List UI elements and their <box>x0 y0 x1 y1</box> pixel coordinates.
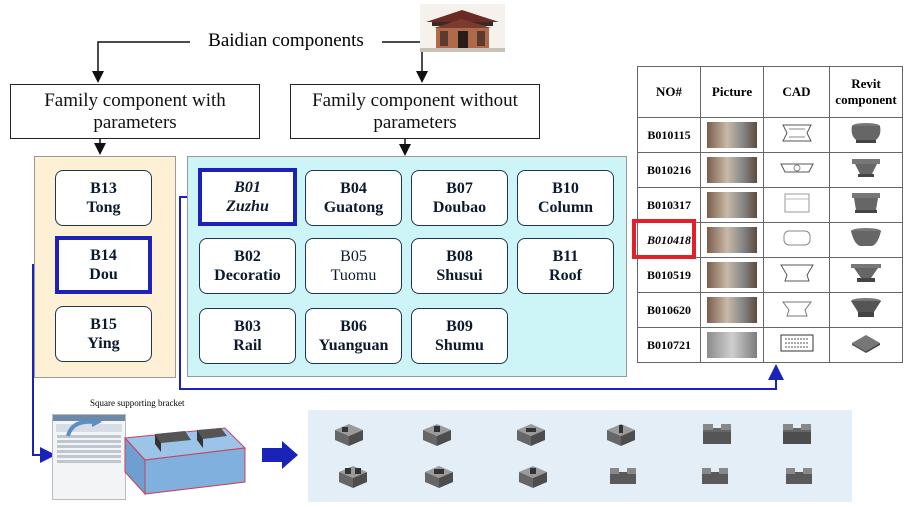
row-code: B010519 <box>637 257 701 293</box>
photo-thumbnail <box>707 297 757 323</box>
component-b06[interactable]: B06 Yuanguan <box>305 308 402 364</box>
cad-drawing <box>783 230 810 246</box>
component-name: Decoratio <box>214 267 281 284</box>
component-name: Guatong <box>323 199 384 216</box>
component-b01[interactable]: B01 Zuzhu <box>198 168 297 226</box>
component-b02[interactable]: B02 Decoratio <box>199 238 296 294</box>
component-code: B13 <box>90 179 117 197</box>
table-row[interactable]: B010216 <box>637 152 903 188</box>
component-b15[interactable]: B15 Ying <box>55 306 152 362</box>
row-code: B010317 <box>637 187 701 223</box>
revit-model <box>852 335 880 353</box>
row-code: B010418 <box>637 222 701 258</box>
table-row[interactable]: B010115 <box>637 117 903 153</box>
big-arrow-right <box>262 441 298 469</box>
component-b14[interactable]: B14 Dou <box>55 236 152 294</box>
photo-thumbnail <box>707 227 757 253</box>
component-code: B03 <box>234 317 261 335</box>
row-code: B010721 <box>637 327 701 363</box>
component-name: Doubao <box>432 199 487 216</box>
component-code: B14 <box>90 246 117 264</box>
component-name: Ying <box>87 335 120 352</box>
component-b11[interactable]: B11 Roof <box>517 238 614 294</box>
temple-photo <box>420 4 505 52</box>
component-b03[interactable]: B03 Rail <box>199 308 296 364</box>
photo-thumbnail <box>707 157 757 183</box>
diagram-title: Baidian components <box>190 30 382 52</box>
revit-model <box>851 298 881 317</box>
col-header-picture: Picture <box>700 66 764 118</box>
table-row[interactable]: B010620 <box>637 292 903 328</box>
component-name: Dou <box>89 266 118 283</box>
table-row[interactable]: B010721 <box>637 327 903 363</box>
component-code: B07 <box>446 179 473 197</box>
bracket-variants-strip <box>308 410 852 502</box>
component-code: B06 <box>340 317 367 335</box>
table-row[interactable]: B010519 <box>637 257 903 293</box>
component-b08[interactable]: B08 Shusui <box>411 238 508 294</box>
table-row-highlighted[interactable]: B010418 <box>637 222 903 258</box>
component-code: B02 <box>234 247 261 265</box>
cad-drawing <box>779 163 814 173</box>
component-name: Shusui <box>436 267 483 284</box>
header-without-params: Family component without parameters <box>290 84 540 139</box>
component-b10[interactable]: B10 Column <box>517 170 614 226</box>
col-header-cad: CAD <box>763 66 830 118</box>
component-code: B08 <box>446 247 473 265</box>
row-code: B010115 <box>637 117 701 153</box>
component-code: B15 <box>90 315 117 333</box>
component-code: B04 <box>340 179 367 197</box>
curved-arrow-icon <box>66 417 102 437</box>
highlight-box <box>632 219 696 259</box>
component-code: B01 <box>234 178 261 196</box>
cad-drawing <box>781 301 812 317</box>
arrow-to-without-params <box>382 41 428 83</box>
component-table: NO# Picture CAD Revit component B010115 … <box>637 66 903 363</box>
component-name: Column <box>537 199 594 216</box>
component-b04[interactable]: B04 Guatong <box>305 170 402 226</box>
cad-drawing <box>779 264 814 282</box>
col-header-revit: Revit component <box>829 66 903 118</box>
cad-drawing <box>781 124 812 142</box>
table-header-row: NO# Picture CAD Revit component <box>637 66 903 118</box>
component-name: Shumu <box>435 337 484 354</box>
revit-model <box>851 123 881 143</box>
table-row[interactable]: B010317 <box>637 187 903 223</box>
bracket-caption: Square supporting bracket <box>90 398 185 408</box>
bracket-3d-model <box>123 427 247 496</box>
component-name: Rail <box>233 337 262 354</box>
photo-thumbnail <box>707 332 757 358</box>
component-name: Roof <box>549 267 582 284</box>
revit-model <box>852 193 880 213</box>
header-with-params: Family component with parameters <box>10 84 260 139</box>
arrow-b01-to-table <box>179 196 784 390</box>
revit-model <box>852 159 880 177</box>
component-b09[interactable]: B09 Shumu <box>411 308 508 364</box>
photo-thumbnail <box>707 192 757 218</box>
cad-drawing <box>784 193 809 213</box>
component-b13[interactable]: B13 Tong <box>55 170 152 226</box>
component-code: B10 <box>552 179 579 197</box>
component-b05[interactable]: B05 Tuomu <box>305 238 402 294</box>
row-code: B010216 <box>637 152 701 188</box>
revit-model <box>851 228 881 246</box>
component-name: Yuanguan <box>318 337 389 354</box>
col-header-no: NO# <box>637 66 701 118</box>
photo-thumbnail <box>707 122 757 148</box>
arrow-to-with-params <box>92 41 190 83</box>
component-name: Zuzhu <box>226 198 269 215</box>
component-code: B11 <box>552 247 579 265</box>
row-code: B010620 <box>637 292 701 328</box>
component-code: B09 <box>446 317 473 335</box>
cad-drawing <box>780 334 813 352</box>
photo-thumbnail <box>707 262 757 288</box>
component-name: Tuomu <box>330 267 377 284</box>
revit-model <box>851 264 881 282</box>
component-b07[interactable]: B07 Doubao <box>411 170 508 226</box>
component-code: B05 <box>340 247 367 265</box>
component-name: Tong <box>86 199 121 216</box>
